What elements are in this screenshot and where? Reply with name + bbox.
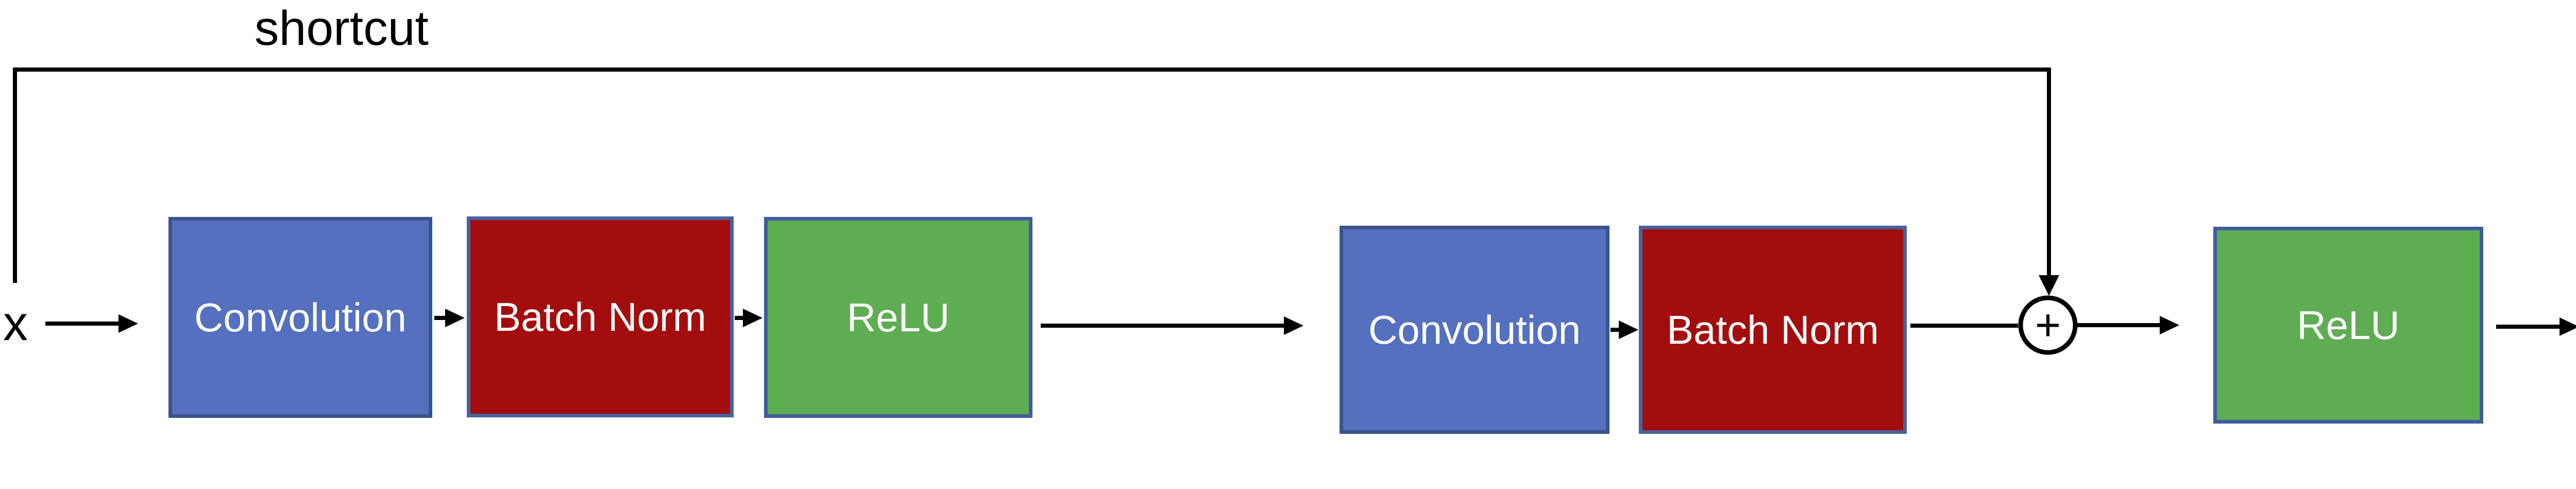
node-batch-norm-1: Batch Norm [467, 216, 734, 417]
arrowhead-x-conv1-icon [118, 314, 138, 333]
shortcut-label: shortcut [255, 1, 429, 56]
node-relu-2: ReLU [2213, 227, 2483, 424]
node-convolution-2-label: Convolution [1368, 307, 1581, 352]
arrowhead-conv2-bn2-icon [1619, 321, 1638, 339]
arrowhead-relu2-output-icon [2560, 317, 2576, 336]
arrowhead-add-relu2-icon [2160, 316, 2179, 334]
arrowhead-conv1-bn1-icon [445, 309, 465, 327]
shortcut-arrowhead-icon [2039, 275, 2059, 296]
node-convolution-1-label: Convolution [194, 295, 406, 340]
node-relu-1-label: ReLU [846, 295, 950, 340]
node-batch-norm-1-label: Batch Norm [494, 294, 706, 340]
node-relu-2-label: ReLU [2297, 302, 2400, 348]
node-batch-norm-2-label: Batch Norm [1667, 307, 1879, 352]
input-x-label: x [3, 296, 28, 351]
node-relu-1: ReLU [764, 217, 1032, 418]
node-batch-norm-2: Batch Norm [1639, 226, 1907, 434]
arrowhead-bn1-relu1-icon [743, 309, 762, 327]
node-convolution-2: Convolution [1340, 226, 1609, 434]
shortcut-line [13, 68, 2051, 283]
plus-icon: + [2035, 300, 2061, 350]
node-convolution-1: Convolution [168, 217, 432, 418]
add-node-circle [2018, 295, 2078, 355]
arrowhead-relu1-conv2-icon [1284, 316, 1303, 335]
